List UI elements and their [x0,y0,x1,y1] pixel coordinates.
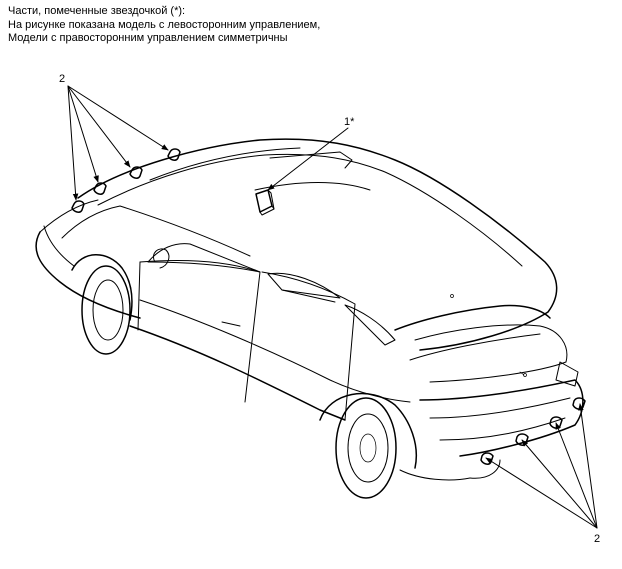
ultrasonic-module-icon [255,189,275,216]
arrow-icon [521,439,598,529]
rear-parking-sensors [480,397,586,465]
arrow-icon [267,127,349,191]
notes-block: Части, помеченные звездочкой (*): На рис… [8,5,320,46]
parking-sensor-icon [93,182,107,195]
parking-sensor-icon [129,166,143,179]
arrow-icon [67,85,79,201]
callout-front-sensors: 2 [59,73,65,85]
front-parking-sensors [71,148,181,213]
arrow-icon [485,457,598,529]
car-body [35,138,584,499]
parking-sensor-icon [167,148,181,161]
leader-lines [67,85,598,529]
arrow-icon [67,85,99,183]
note-line-1: Части, помеченные звездочкой (*): [8,5,186,17]
arrow-icon [555,422,598,529]
callout-module: 1* [344,116,355,128]
note-line-3: Модели с правосторонним управлением симм… [8,32,288,44]
arrow-icon [578,403,598,529]
note-line-2: На рисунке показана модель с левосторонн… [8,18,321,31]
callout-rear-sensors: 2 [594,533,600,545]
arrow-icon [67,85,169,151]
parking-sensor-icon [71,200,85,213]
arrow-icon [67,85,131,168]
